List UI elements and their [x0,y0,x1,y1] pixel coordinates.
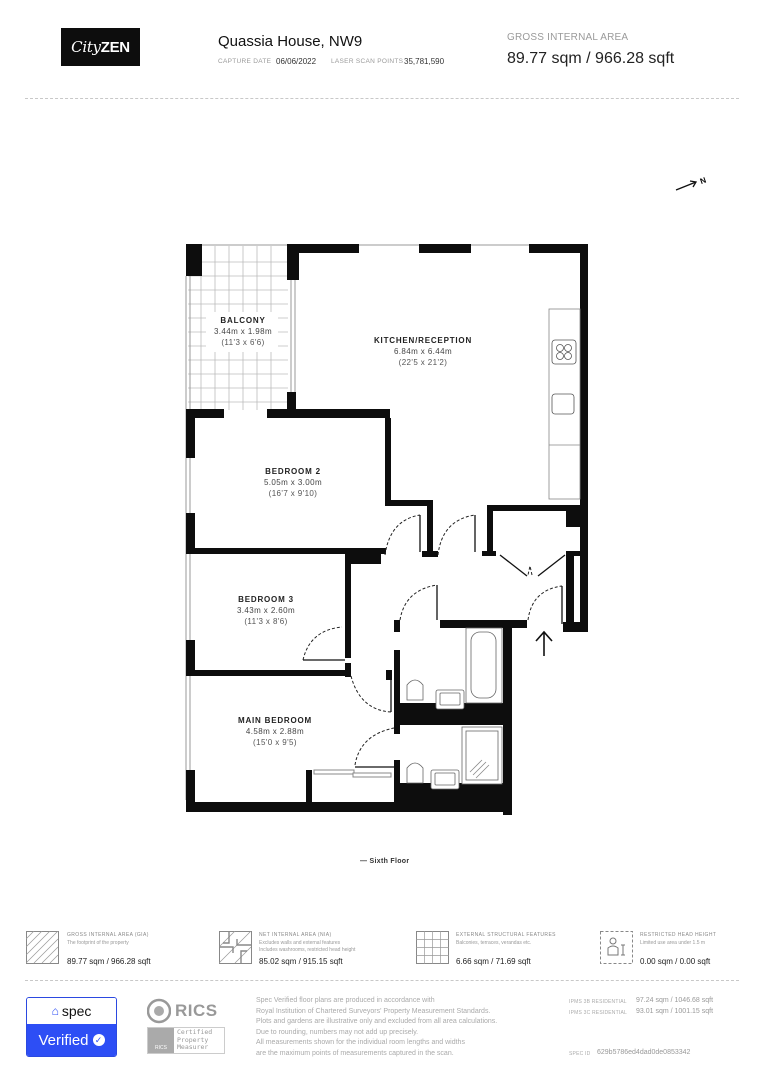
legend-nia-value: 85.02 sqm / 915.15 sqft [259,957,343,966]
legend-gia-desc: The footprint of the property [67,940,129,946]
legend-head-height-title: RESTRICTED HEAD HEIGHT [640,932,717,938]
capture-date-label: CAPTURE DATE [218,58,272,65]
grid-area-icon [416,931,449,964]
spec-house-icon: ⌂ [51,1004,59,1018]
net-area-icon [219,931,252,964]
spec-verified-badge: ⌂spec Verified✓ [26,997,117,1057]
gia-value: 89.77 sqm / 966.28 sqft [507,50,675,67]
rics-badge-mark: RICS [148,1028,174,1053]
svg-text:N: N [699,176,708,187]
hatched-area-icon [26,931,59,964]
head-height-icon [600,931,633,964]
footer-divider [25,980,739,981]
legend-nia-desc-1: Excludes walls and external features [259,940,341,946]
rics-logo: RICS RICS Certified Property Measurer [147,998,225,1054]
legend-nia-title: NET INTERNAL AREA (NIA) [259,932,332,938]
room-balcony: BALCONY 3.44m x 1.98m (11'3 x 6'6) [213,316,273,347]
legend-gia-value: 89.77 sqm / 966.28 sqft [67,957,151,966]
room-main-bedroom: MAIN BEDROOM 4.58m x 2.88m (15'0 x 9'5) [237,716,313,747]
rics-lion-icon [147,998,171,1024]
legend-external-desc: Balconies, terraces, verandas etc. [456,940,532,946]
laser-points: 35,781,590 [404,57,445,66]
laser-points-label: LASER SCAN POINTS [331,58,404,65]
room-kitchen-reception: KITCHEN/RECEPTION 6.84m x 6.44m (22'5 x … [373,336,473,367]
header-divider [25,98,739,99]
ipms-3c-label: IPMS 3C RESIDENTIAL [569,1010,627,1016]
room-bedroom-2: BEDROOM 2 5.05m x 3.00m (16'7 x 9'10) [263,467,323,498]
north-arrow-icon: N [675,176,708,191]
ipms-3c-value: 93.01 sqm / 1001.15 sqft [636,1008,714,1015]
legend-head-height-desc: Limited use area under 1.5 m [640,940,706,946]
legend-external-title: EXTERNAL STRUCTURAL FEATURES [456,932,556,938]
capture-date: 06/06/2022 [276,57,317,66]
floor-label: — Sixth Floor [360,858,410,865]
floor-plan [185,244,588,815]
legend-head-height-value: 0.00 sqm / 0.00 sqft [640,957,711,966]
spec-id-label: SPEC ID [569,1051,591,1057]
disclaimer-text: Spec Verified floor plans are produced i… [256,997,498,1057]
legend-gia-title: GROSS INTERNAL AREA (GIA) [67,932,149,938]
property-title: Quassia House, NW9 [218,33,363,50]
entrance-arrow-icon [535,630,553,656]
check-circle-icon: ✓ [92,1034,105,1046]
spec-id: 629b5786ed4dad0de0853342 [597,1049,691,1056]
hob-icon [556,344,572,360]
ipms-3b-value: 97.24 sqm / 1046.68 sqft [636,997,714,1004]
gia-label: GROSS INTERNAL AREA [507,32,629,43]
legend-external-value: 6.66 sqm / 71.69 sqft [456,957,531,966]
ipms-3b-label: IPMS 3B RESIDENTIAL [569,999,627,1005]
legend-nia-desc-2: Includes washrooms, restricted head heig… [259,947,356,953]
room-bedroom-3: BEDROOM 3 3.43m x 2.60m (11'3 x 8'6) [236,595,296,626]
